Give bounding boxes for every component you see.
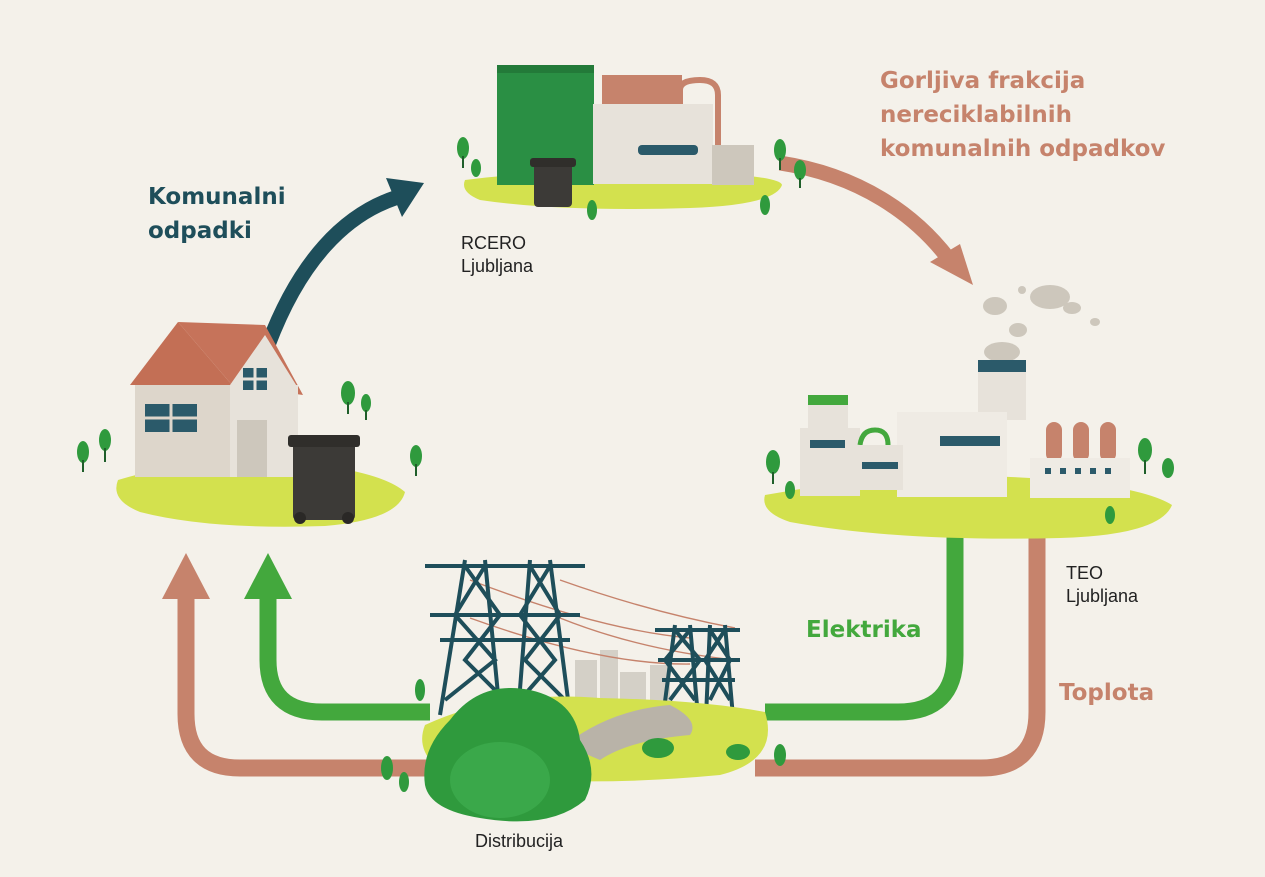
distribution-label: Distribucija <box>475 831 564 851</box>
house-with-waste-bin-icon <box>77 322 422 527</box>
heat-flow-arrow <box>162 522 1046 777</box>
rcero-label-line-1: RCERO <box>461 233 527 253</box>
electricity-label: Elektrika <box>806 617 922 643</box>
combustible-fraction-label: Gorljiva frakcija nereciklabilnih komuna… <box>880 64 1165 166</box>
power-transmission-towers-icon <box>381 559 786 822</box>
municipal-waste-label: Komunalni odpadki <box>148 180 286 248</box>
combustible-fraction-label-line-2: nereciklabilnih <box>880 102 1072 128</box>
municipal-waste-arrow <box>260 178 424 348</box>
heat-label: Toplota <box>1059 680 1155 706</box>
combustible-fraction-label-line-1: Gorljiva frakcija <box>880 68 1086 94</box>
electricity-flow-arrow <box>244 525 964 721</box>
teo-label-line-1: TEO <box>1066 563 1104 583</box>
municipal-waste-label-line-1: Komunalni <box>148 184 286 210</box>
heating-power-plant-icon <box>764 285 1174 539</box>
teo-label: TEO Ljubljana <box>1066 562 1138 608</box>
rcero-label: RCERO Ljubljana <box>461 232 533 278</box>
combustible-fraction-label-line-3: komunalnih odpadkov <box>880 136 1166 162</box>
waste-processing-plant-icon <box>457 65 806 220</box>
rcero-label-line-2: Ljubljana <box>461 256 534 276</box>
combustible-fraction-arrow <box>778 155 973 285</box>
teo-label-line-2: Ljubljana <box>1066 586 1139 606</box>
municipal-waste-label-line-2: odpadki <box>148 218 252 244</box>
